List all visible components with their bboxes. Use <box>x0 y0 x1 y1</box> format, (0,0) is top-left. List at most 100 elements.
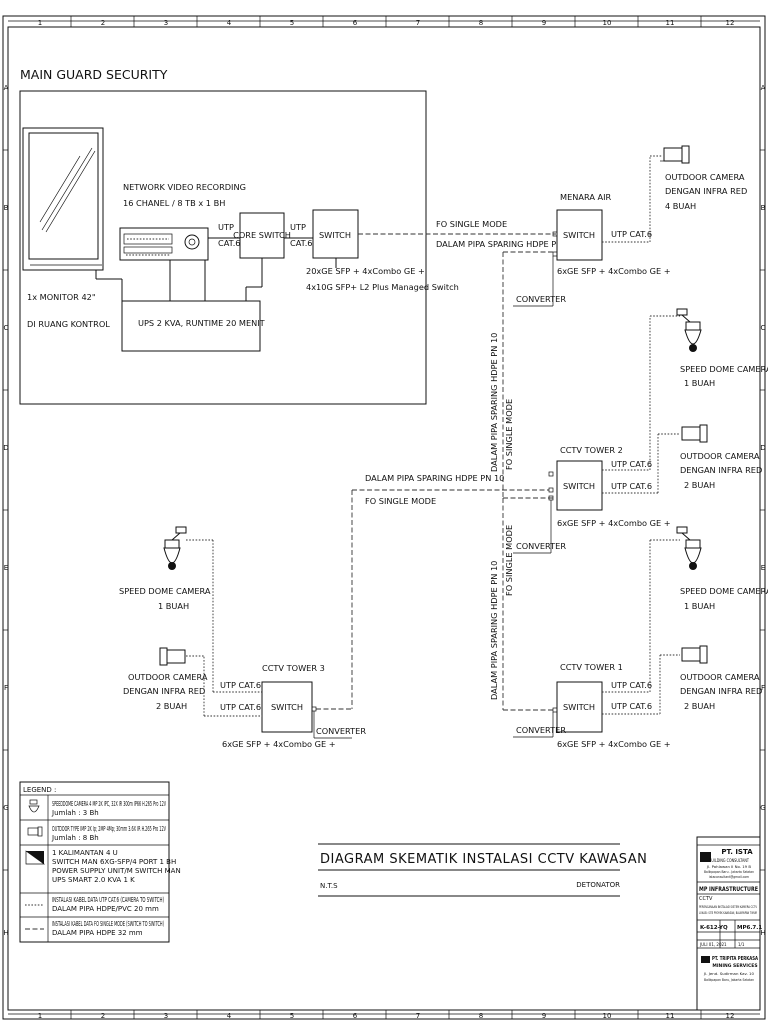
legend-box <box>19 781 170 943</box>
outdoor-camera-icon <box>660 145 690 164</box>
main-switch-label: SWITCH <box>319 230 351 240</box>
cam-label: DENGAN INFRA RED <box>123 686 205 696</box>
row-label: A <box>761 84 766 92</box>
legend-text: DALAM PIPA HDPE 32 mm <box>52 929 143 937</box>
ups-box <box>121 300 261 352</box>
switch-label: SWITCH <box>563 481 595 491</box>
outdoor-camera-icon <box>681 424 708 443</box>
row-label: B <box>4 204 9 212</box>
node-title: MENARA AIR <box>560 192 612 202</box>
grid-ref-top: 1 2 3 4 5 6 7 8 9 10 11 12 <box>8 16 760 27</box>
legend-outdoor-camera-icon <box>27 826 43 837</box>
fo-label: FO SINGLE MODE <box>436 219 507 229</box>
pipa-label: DALAM PIPA SPARING HDPE PN 10 <box>365 473 504 483</box>
switch-label: SWITCH <box>271 702 303 712</box>
legend-text: SPEEDDOME CAMERA 4 MP 2K IPC, 32X IR 300… <box>52 800 166 808</box>
tb-address: Balikpapan Baru - Jakarta Selatan <box>704 870 754 874</box>
tb-company-sub: BUILDING CONSULTANT <box>709 858 749 864</box>
node-title: CCTV TOWER 2 <box>560 445 623 455</box>
outdoor-camera-icon <box>681 645 708 664</box>
legend-text: Jumlah : 3 Bh <box>51 809 99 817</box>
tb-owner-sub: MINING SERVICES <box>712 963 757 969</box>
cam-qty: 2 BUAH <box>684 701 715 711</box>
converter-label: CONVERTER <box>316 726 366 736</box>
row-label: D <box>760 444 765 452</box>
legend-text: 1 KALIMANTAN 4 U <box>52 849 118 857</box>
col-label: 12 <box>726 1012 735 1020</box>
cam-label: SPEED DOME CAMERA <box>119 586 211 596</box>
guard-room-box <box>19 90 427 405</box>
tb-sheet-of: 1/1 <box>738 942 745 947</box>
switch-label: SWITCH <box>563 230 595 240</box>
col-label: 12 <box>726 19 735 27</box>
col-label: 10 <box>603 1012 612 1020</box>
col-label: 6 <box>353 19 358 27</box>
legend-text: POWER SUPPLY UNIT/M SWITCH MAN <box>52 867 181 875</box>
switch-spec: 6xGE SFP + 4xCombo GE + <box>557 266 671 276</box>
legend-title: LEGEND : <box>23 786 56 794</box>
speed-dome-camera-icon <box>676 308 702 352</box>
legend-text: SWITCH MAN 6XG-SFP/4 PORT 1 BH <box>52 858 176 866</box>
pipa-label-rotated: DALAM PIPA SPARING HDPE PN 10 <box>489 561 499 700</box>
tb-project-sub: CCTV <box>699 896 713 902</box>
diagram-title: DIAGRAM SKEMATIK INSTALASI CCTV KAWASAN <box>320 852 647 867</box>
row-label: C <box>761 324 766 332</box>
tb-owner: PT. TRIPITA PERKASA <box>712 956 759 962</box>
col-label: 2 <box>101 1012 105 1020</box>
utp-cat6: UTP CAT.6 <box>611 680 652 690</box>
legend-text: DALAM PIPA HDPE/PVC 20 mm <box>52 905 159 913</box>
row-label: B <box>761 204 766 212</box>
monitor-icon <box>22 127 104 271</box>
col-label: 1 <box>38 19 42 27</box>
nvr-label: NETWORK VIDEO RECORDING <box>123 182 246 192</box>
row-label: G <box>3 804 8 812</box>
switch-spec: 6xGE SFP + 4xCombo GE + <box>557 518 671 528</box>
cam-label: DENGAN INFRA RED <box>665 186 747 196</box>
cam-qty: 2 BUAH <box>156 701 187 711</box>
utp-label: CAT.6 <box>290 238 313 248</box>
col-label: 7 <box>416 1012 420 1020</box>
converter-label: CONVERTER <box>516 541 566 551</box>
col-label: 3 <box>164 1012 168 1020</box>
title-block <box>696 836 761 1011</box>
ups-label: UPS 2 KVA, RUNTIME 20 MENIT <box>138 318 266 328</box>
legend-text: INSTALASI KABEL DATA FO SINGLE MODE (SWI… <box>52 920 164 928</box>
col-label: 4 <box>227 1012 232 1020</box>
cam-qty: 1 BUAH <box>684 601 715 611</box>
col-label: 6 <box>353 1012 358 1020</box>
utp-cat6: UTP CAT.6 <box>611 229 652 239</box>
cam-qty: 1 BUAH <box>158 601 189 611</box>
fo-label-rotated: FO SINGLE MODE <box>504 525 514 596</box>
col-label: 9 <box>542 19 546 27</box>
row-label: C <box>4 324 9 332</box>
core-switch-label: CORE SWITCH <box>233 230 291 240</box>
legend-switch-icon <box>25 850 46 865</box>
diagram-scale: N.T.S <box>320 882 338 890</box>
menara-switch-box <box>556 209 603 261</box>
fo-label-rotated: FO SINGLE MODE <box>504 399 514 470</box>
utp-label: UTP <box>218 222 234 232</box>
utp-cat6: UTP CAT.6 <box>611 481 652 491</box>
utp-cat6: UTP CAT.6 <box>611 459 652 469</box>
cam-qty: 4 BUAH <box>665 201 696 211</box>
col-label: 9 <box>542 1012 546 1020</box>
monitor-label: 1x MONITOR 42" <box>27 292 96 302</box>
utp-cat6: UTP CAT.6 <box>220 680 261 690</box>
node-title: CCTV TOWER 1 <box>560 662 623 672</box>
row-label: D <box>3 444 8 452</box>
row-label: E <box>4 564 8 572</box>
row-label: H <box>3 929 8 937</box>
utp-cat6: UTP CAT.6 <box>611 701 652 711</box>
row-label: A <box>4 84 9 92</box>
node-title: CCTV TOWER 3 <box>262 663 325 673</box>
monitor-label: DI RUANG KONTROL <box>27 319 110 329</box>
fo-label: FO SINGLE MODE <box>365 496 436 506</box>
tb-email: istaconsultant@gmail.com <box>709 875 749 879</box>
speed-dome-camera-icon <box>163 526 187 570</box>
outdoor-camera-icon <box>159 647 186 666</box>
col-label: 11 <box>666 19 675 27</box>
col-label: 8 <box>479 1012 483 1020</box>
col-label: 11 <box>666 1012 675 1020</box>
core-switch-box <box>239 212 285 259</box>
switch-spec: 6xGE SFP + 4xCombo GE + <box>222 739 336 749</box>
